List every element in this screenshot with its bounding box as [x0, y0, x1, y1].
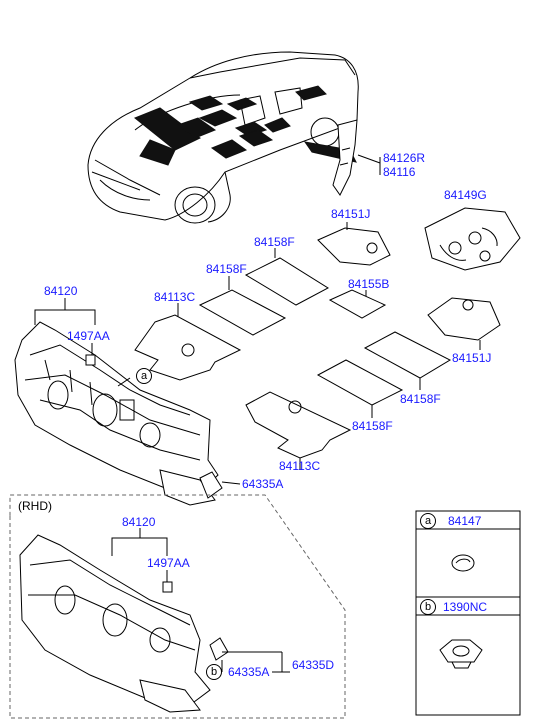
- legend-a-marker: a: [420, 513, 436, 529]
- car-illustration: [87, 51, 359, 224]
- part-label-1497aa-rhd: 1497AA: [147, 556, 190, 570]
- part-label-64335d-rhd: 64335D: [292, 658, 335, 672]
- part-label-84158f-d: 84158F: [352, 419, 393, 433]
- part-label-84155b: 84155B: [348, 277, 390, 291]
- pad-84151j-top-shape: [317, 227, 391, 266]
- callout-a-marker: a: [136, 368, 152, 384]
- pad-84158f-d-shape: [316, 359, 404, 406]
- trim-84126r-shape: [332, 119, 358, 196]
- part-label-64335a-rhd: 64335A: [228, 665, 270, 679]
- part-label-84120-main: 84120: [44, 284, 78, 298]
- pad-84151j-right-shape: [427, 297, 501, 341]
- pad-84113c-b-shape: [245, 391, 352, 459]
- part-label-84158f-b: 84158F: [206, 262, 247, 276]
- part-label-84116: 84116: [383, 165, 416, 179]
- legend-b-marker: b: [420, 599, 436, 615]
- legend-b-part: 1390NC: [443, 600, 488, 614]
- part-label-84113c-b: 84113C: [279, 459, 321, 473]
- rhd-dashed-frame: [9, 494, 346, 719]
- part-label-84151j-top: 84151J: [331, 207, 371, 221]
- part-label-84158f-c: 84158F: [400, 392, 441, 406]
- part-label-84113c-a: 84113C: [154, 290, 196, 304]
- rhd-label: (RHD): [18, 499, 52, 513]
- part-label-84149g: 84149G: [444, 188, 487, 202]
- part-label-84126r: 84126R: [383, 151, 426, 165]
- dash-panel-rhd-shape: [19, 534, 211, 713]
- part-label-1497aa-main: 1497AA: [67, 329, 110, 343]
- pad-84155b-shape: [328, 289, 387, 319]
- pad-84113c-a-shape: [134, 314, 242, 381]
- part-label-84158f-a: 84158F: [254, 235, 295, 249]
- legend-table: [415, 510, 521, 716]
- part-label-64335a-main: 64335A: [242, 477, 284, 491]
- pad-84158f-c-shape: [363, 331, 452, 379]
- pad-84158f-b-shape: [198, 289, 287, 336]
- pad-84149g-shape: [424, 207, 521, 271]
- callout-b-marker: b: [206, 664, 222, 680]
- part-label-84151j-right: 84151J: [452, 351, 492, 365]
- dash-panel-main-shape: [14, 321, 219, 506]
- part-label-84120-rhd: 84120: [122, 515, 156, 529]
- legend-a-part: 84147: [448, 514, 482, 528]
- pad-84158f-a-shape: [244, 257, 329, 306]
